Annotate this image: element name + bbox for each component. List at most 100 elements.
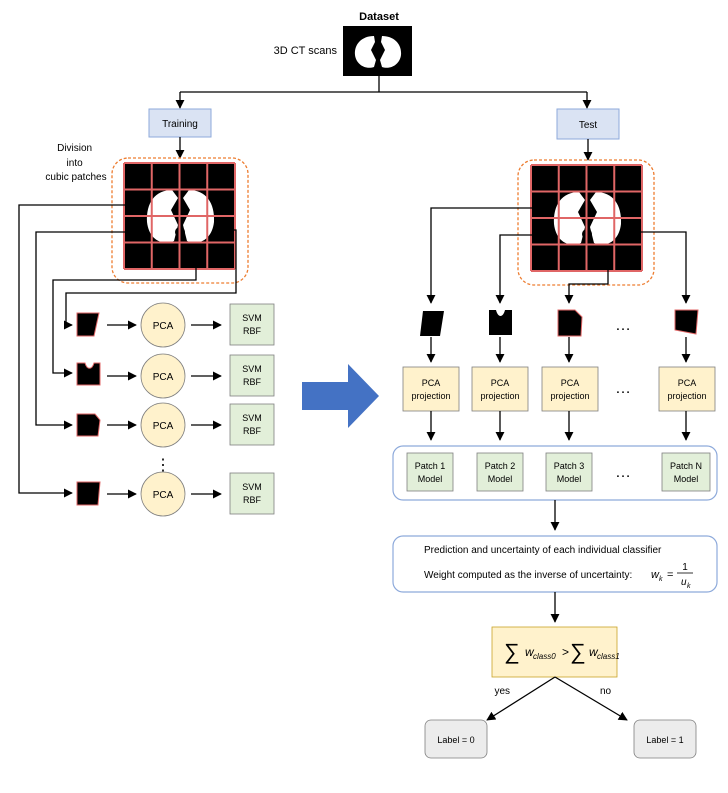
vertical-ellipsis: ⋮ bbox=[155, 457, 171, 474]
svg-text:PCA: PCA bbox=[422, 378, 441, 388]
scans-label: 3D CT scans bbox=[274, 45, 338, 57]
train-patch-grid bbox=[123, 162, 236, 270]
patch-model-2: Patch 2 Model bbox=[476, 452, 524, 492]
svg-text:projection: projection bbox=[667, 391, 706, 401]
svg-text:PCA: PCA bbox=[153, 321, 174, 332]
svg-text:projection: projection bbox=[550, 391, 589, 401]
svm-box-2 bbox=[229, 354, 275, 397]
svg-text:PCA: PCA bbox=[678, 378, 697, 388]
pca-projection-n: PCA projection bbox=[658, 366, 716, 412]
svg-text:w: w bbox=[525, 645, 535, 659]
svg-text:RBF: RBF bbox=[243, 495, 262, 505]
test-patch-n bbox=[674, 309, 699, 335]
svg-text:SVM: SVM bbox=[242, 413, 262, 423]
ct-scan-thumbnail bbox=[343, 26, 412, 76]
projection-ellipsis: … bbox=[615, 380, 631, 397]
svg-text:Model: Model bbox=[488, 474, 513, 484]
pca-circle-2 bbox=[140, 353, 186, 399]
svg-text:PCA: PCA bbox=[491, 378, 510, 388]
test-patch-2 bbox=[489, 310, 512, 335]
yes-arrow bbox=[486, 676, 556, 721]
svg-text:1: 1 bbox=[682, 562, 688, 573]
svg-text:∑: ∑ bbox=[504, 639, 520, 664]
train-grid-frame bbox=[111, 157, 249, 284]
svg-text:RBF: RBF bbox=[243, 426, 262, 436]
svg-text:SVM: SVM bbox=[242, 482, 262, 492]
training-box bbox=[148, 108, 212, 138]
test-grid-frame bbox=[517, 159, 655, 286]
patch-model-1: Patch 1 Model bbox=[406, 452, 454, 492]
svg-text:projection: projection bbox=[411, 391, 450, 401]
decision-box bbox=[491, 626, 618, 678]
pca-circle-3 bbox=[140, 402, 186, 448]
train-row-2: PCA SVM RBF bbox=[76, 353, 275, 399]
svg-text:∑: ∑ bbox=[570, 639, 586, 664]
patch-model-3: Patch 3 Model bbox=[545, 452, 593, 492]
test-patch-1 bbox=[420, 311, 444, 336]
svg-text:class0: class0 bbox=[533, 652, 556, 661]
svg-text:projection: projection bbox=[480, 391, 519, 401]
patches-ellipsis: … bbox=[615, 317, 631, 334]
train-branch-connectors bbox=[18, 204, 237, 498]
svg-text:Model: Model bbox=[674, 474, 699, 484]
svg-text:k: k bbox=[687, 583, 691, 590]
svg-text:=: = bbox=[667, 569, 673, 581]
svg-text:w: w bbox=[651, 569, 660, 581]
test-patch-grid bbox=[530, 164, 643, 272]
projection-to-model-arrows bbox=[426, 411, 691, 441]
yes-label: yes bbox=[494, 686, 510, 697]
svg-text:SVM: SVM bbox=[242, 364, 262, 374]
ensemble-line-2: Weight computed as the inverse of uncert… bbox=[424, 570, 632, 581]
svm-box-3 bbox=[229, 403, 275, 446]
svg-text:SVM: SVM bbox=[242, 313, 262, 323]
svg-text:Patch 2: Patch 2 bbox=[485, 461, 516, 471]
svg-text:Model: Model bbox=[557, 474, 582, 484]
svg-text:>: > bbox=[562, 645, 569, 659]
train-row-4: PCA SVM RBF bbox=[76, 471, 275, 517]
svg-text:PCA: PCA bbox=[561, 378, 580, 388]
svm-box-4 bbox=[229, 472, 275, 515]
svg-text:class1: class1 bbox=[597, 652, 620, 661]
svg-text:RBF: RBF bbox=[243, 326, 262, 336]
svg-text:Patch 1: Patch 1 bbox=[415, 461, 446, 471]
label-0-box bbox=[424, 719, 488, 759]
svm-box-1 bbox=[229, 303, 275, 346]
svg-text:RBF: RBF bbox=[243, 377, 262, 387]
pca-projection-2: PCA projection bbox=[471, 366, 529, 412]
training-label: Training bbox=[162, 119, 198, 130]
train-row-3: PCA SVM RBF bbox=[76, 402, 275, 448]
decision-formula: ∑ w class0 > ∑ w class1 bbox=[504, 639, 620, 664]
label-1-box bbox=[633, 719, 697, 759]
pca-circle-4 bbox=[140, 471, 186, 517]
label-1-text: Label = 1 bbox=[646, 735, 683, 745]
models-ellipsis: … bbox=[615, 464, 631, 481]
ensemble-line-1: Prediction and uncertainty of each indiv… bbox=[424, 545, 662, 556]
pca-projection-3: PCA projection bbox=[541, 366, 599, 412]
no-label: no bbox=[600, 686, 612, 697]
svg-text:PCA: PCA bbox=[153, 372, 174, 383]
transfer-arrow bbox=[302, 364, 379, 428]
train-row-1: PCA SVM RBF bbox=[76, 302, 275, 348]
pca-circle-1 bbox=[140, 302, 186, 348]
patch-to-projection-arrows bbox=[426, 337, 691, 363]
svg-text:u: u bbox=[681, 577, 687, 588]
svg-text:PCA: PCA bbox=[153, 490, 174, 501]
svg-text:Model: Model bbox=[418, 474, 443, 484]
dataset-title: Dataset bbox=[359, 11, 399, 23]
svg-text:PCA: PCA bbox=[153, 421, 174, 432]
svg-text:Patch 3: Patch 3 bbox=[554, 461, 585, 471]
label-0-text: Label = 0 bbox=[437, 735, 474, 745]
svg-text:Patch N: Patch N bbox=[670, 461, 702, 471]
pca-projection-1: PCA projection bbox=[402, 366, 460, 412]
patch-model-n: Patch N Model bbox=[661, 452, 711, 492]
test-patch-3 bbox=[557, 309, 583, 337]
weight-formula: w k = 1 u k bbox=[651, 562, 693, 590]
dataset-split-connector bbox=[175, 76, 592, 109]
test-branch-connectors bbox=[426, 207, 691, 304]
test-label: Test bbox=[579, 120, 598, 131]
division-label: Division into cubic patches bbox=[45, 143, 106, 183]
svg-text:w: w bbox=[589, 645, 599, 659]
svg-text:k: k bbox=[659, 576, 663, 583]
no-arrow bbox=[554, 676, 628, 721]
